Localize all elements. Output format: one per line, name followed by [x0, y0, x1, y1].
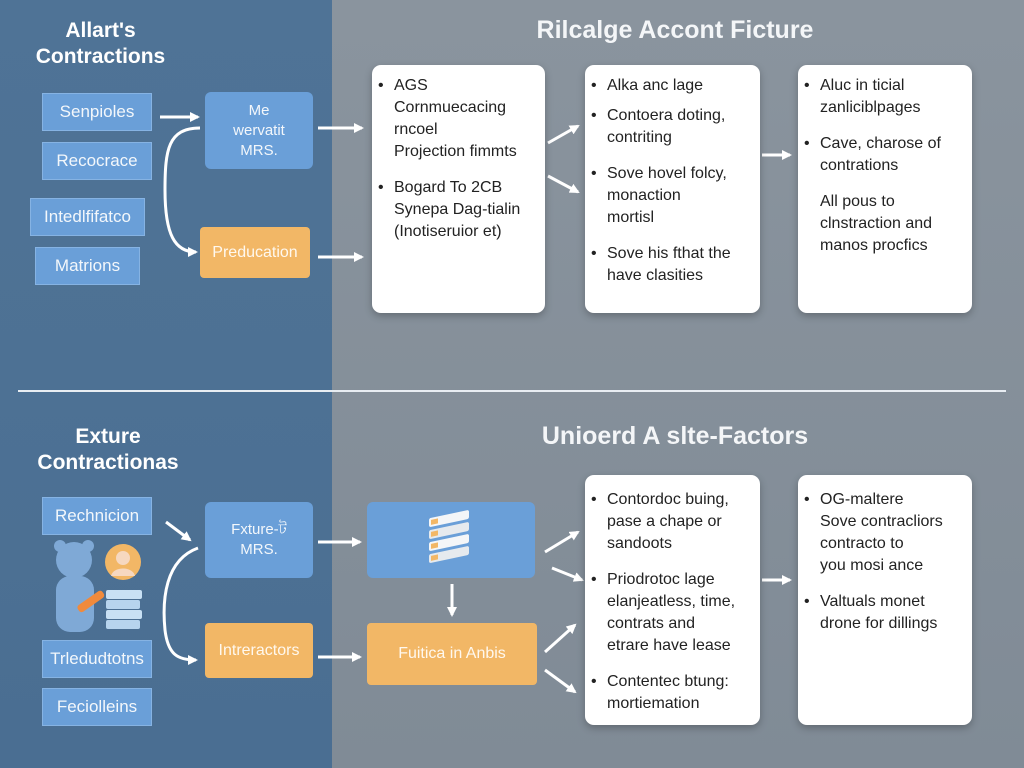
top-card2-item3-line1: Sove hovel folcy, [607, 165, 727, 182]
top-card2-item4-line1: Sove his fthat the [607, 245, 731, 262]
bottom-card2-item1-line2: pase a chape or [607, 513, 722, 530]
top-card2-item2-line2: contriting [607, 129, 672, 146]
bottom-server-node [367, 502, 535, 578]
bottom-card2-item-3: Contentec btung: mortiemation [585, 671, 756, 715]
top-card2-item2-line1: Contoera doting, [607, 107, 726, 124]
top-tag-4: Matrions [35, 247, 140, 285]
bottom-tag-2: Trledudtotns [42, 640, 152, 678]
bottom-right-title: Unioerd A slte-Factors [541, 422, 809, 450]
top-card1-item2-line1: Bogard To 2CB [394, 179, 503, 196]
top-card2-item3-line2: monaction [607, 187, 681, 204]
bottom-card2-item2-line1: Priodrotoc lage [607, 571, 715, 588]
bottom-tag-1: Rechnicion [42, 497, 152, 535]
top-card-2: Alka anc lage Contoera doting, contritin… [585, 65, 760, 313]
top-left-title-line1: Allart's [65, 19, 136, 42]
top-card3-item1-line1: Aluc in ticial [820, 77, 905, 94]
bottom-card2-item2-line2: elanjeatless, time, [607, 593, 736, 610]
bottom-left-title-line1: Exture [75, 425, 141, 448]
server-stack-icon [429, 510, 469, 563]
bottom-card3-item-1: OG-maltere Sove contracliors contracto t… [798, 489, 968, 577]
top-card2-item4-line2: have clasities [607, 267, 704, 284]
bottom-orange-node: Intreractors [205, 623, 313, 678]
top-card3-item3-line3: manos procfics [820, 237, 928, 254]
top-card1-item1-line4: Projection fimmts [394, 143, 517, 160]
top-card3-item2-line1: Cave, charose of [820, 135, 941, 152]
bottom-card3-item-2: Valtuals monet drone for dillings [798, 591, 968, 635]
top-blue-node: Me wervatit MRS. [205, 92, 313, 169]
bottom-card-2: Contordoc buing, pase a chape or sandoot… [585, 475, 760, 725]
top-card3-item1-line2: zanliciblpages [820, 99, 921, 116]
top-blue-node-line3: MRS. [240, 141, 278, 159]
bottom-card2-item-1: Contordoc buing, pase a chape or sandoot… [585, 489, 756, 555]
top-orange-node: Preducation [200, 227, 310, 278]
bottom-card3-item1-line4: you mosi ance [820, 557, 924, 574]
bottom-card3-item1-line3: contracto to [820, 535, 904, 552]
bottom-blue-node: Fxture-ট MRS. [205, 502, 313, 578]
top-tag-2: Recocrace [42, 142, 152, 180]
top-card1-item2-line3: (Inotiseruior et) [394, 223, 502, 240]
top-blue-node-line1: Me [248, 101, 270, 119]
bottom-card2-item3-line1: Contentec btung: [607, 673, 729, 690]
top-card3-item-2: Cave, charose of contrations [798, 133, 968, 177]
bottom-left-title: Exture Contractionas [18, 424, 198, 476]
top-card1-item-2: Bogard To 2CB Synepa Dag-tialin (Inotise… [372, 177, 539, 243]
bottom-blue-node-line1: Fxture-ট [231, 521, 287, 538]
top-tag-3: Intedlfifatco [30, 198, 145, 236]
bottom-card2-item3-line2: mortiemation [607, 695, 700, 712]
bottom-card-3: OG-maltere Sove contracliors contracto t… [798, 475, 972, 725]
bottom-card2-item2-line3: contrats and [607, 615, 696, 632]
top-card-3: Aluc in ticial zanliciblpages Cave, char… [798, 65, 972, 313]
top-card-1: AGS Cornmuecacing rncoel Projection fimm… [372, 65, 545, 313]
top-card2-item-1: Alka anc lage [585, 75, 756, 97]
bottom-tag-3: Feciolleins [42, 688, 152, 726]
bottom-card3-item2-line2: drone for dillings [820, 615, 938, 632]
top-card3-item-1: Aluc in ticial zanliciblpages [798, 75, 968, 119]
bottom-card3-item1-line2: Sove contracliors [820, 513, 943, 530]
top-card3-item3-line2: clnstraction and [820, 215, 933, 232]
top-card3-item2-line2: contrations [820, 157, 899, 174]
top-card1-item1-line1: AGS [394, 77, 428, 94]
top-card2-item3-line3: mortisl [607, 209, 655, 226]
top-card2-item-2: Contoera doting, contriting [585, 105, 756, 149]
bottom-card3-item1-line1: OG-maltere [820, 491, 904, 508]
top-card2-item-4: Sove his fthat the have clasities [585, 243, 756, 287]
bottom-card2-item1-line3: sandoots [607, 535, 672, 552]
bottom-card3-item2-line1: Valtuals monet [820, 593, 925, 610]
top-card2-item-3: Sove hovel folcy, monaction mortisl [585, 163, 756, 229]
top-card1-item-1: AGS Cornmuecacing rncoel Projection fimm… [372, 75, 539, 163]
top-left-title-line2: Contractions [35, 45, 166, 68]
top-blue-node-line2: wervatit [233, 121, 285, 139]
person-with-books-icon [54, 540, 142, 632]
top-card2-item1-line1: Alka anc lage [607, 77, 704, 94]
bottom-left-title-line2: Contractionas [37, 451, 179, 474]
top-card1-item1-line2: Cornmuecacing [394, 99, 507, 116]
top-card1-item1-line3: rncoel [394, 121, 438, 138]
person-avatar-icon [105, 544, 141, 580]
top-card3-item3-line1: All pous to [820, 193, 895, 210]
bottom-blue-node-line2: MRS. [240, 541, 278, 558]
bottom-orange-node-2: Fuitica in Anbis [367, 623, 537, 685]
top-card3-item-3: All pous to clnstraction and manos procf… [798, 191, 968, 257]
top-right-title: Rilcalge Accont Ficture [536, 16, 814, 44]
top-card1-item2-line2: Synepa Dag-tialin [394, 201, 521, 218]
bottom-card2-item-2: Priodrotoc lage elanjeatless, time, cont… [585, 569, 756, 657]
top-tag-1: Senpioles [42, 93, 152, 131]
section-divider [18, 390, 1006, 392]
bottom-card2-item1-line1: Contordoc buing, [607, 491, 729, 508]
bottom-card2-item2-line4: etrare have lease [607, 637, 731, 654]
top-left-title: Allart's Contractions [18, 18, 183, 70]
